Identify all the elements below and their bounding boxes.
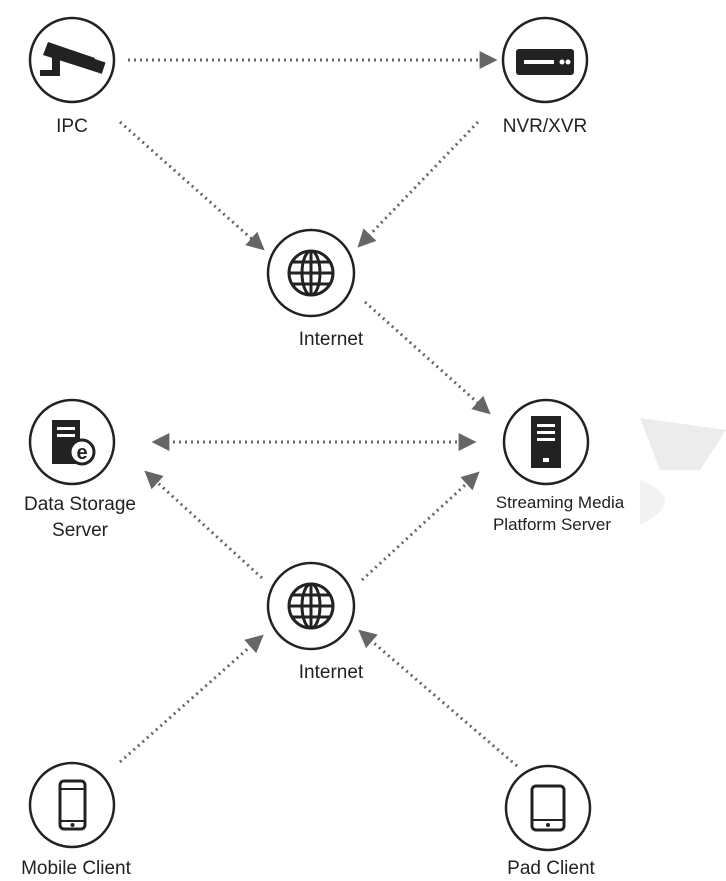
- storage-server-icon: e: [52, 420, 96, 466]
- node-ipc-label: IPC: [56, 116, 88, 137]
- node-ipc: IPC: [28, 16, 116, 137]
- background-watermark: [640, 418, 726, 525]
- edges: [119, 51, 518, 768]
- edge-internet-bottom-storage: [144, 470, 264, 580]
- edge-nvr-internet-top: [357, 120, 480, 248]
- node-streaming-server: Streaming Media Platform Server: [493, 398, 625, 534]
- node-data-storage-label-line2: Server: [52, 520, 109, 541]
- node-internet-top: Internet: [266, 228, 364, 350]
- camera-icon: [40, 42, 106, 76]
- globe-icon: [287, 582, 335, 630]
- node-mobile-label: Mobile Client: [21, 858, 132, 879]
- tablet-icon: [530, 784, 566, 832]
- node-data-storage-label-line1: Data Storage: [24, 494, 136, 515]
- node-internet-bottom: Internet: [266, 561, 364, 683]
- phone-icon: [58, 779, 87, 831]
- node-data-storage: e Data Storage Server: [24, 398, 136, 541]
- node-nvr: NVR/XVR: [501, 16, 589, 137]
- node-nvr-label: NVR/XVR: [503, 116, 587, 137]
- edge-pad-internet-bottom: [358, 629, 518, 768]
- svg-text:e: e: [76, 442, 87, 464]
- recorder-icon: [516, 49, 574, 75]
- node-streaming-label-line2: Platform Server: [493, 515, 611, 534]
- edge-internet-bottom-streaming: [360, 471, 480, 582]
- node-internet-bottom-label: Internet: [299, 662, 364, 683]
- node-streaming-label-line1: Streaming Media: [496, 493, 625, 512]
- node-internet-top-label: Internet: [299, 329, 364, 350]
- node-pad-client: Pad Client: [504, 764, 596, 879]
- globe-icon: [287, 249, 335, 297]
- server-icon: [531, 416, 561, 468]
- edge-mobile-internet-bottom: [119, 634, 264, 764]
- edge-ipc-internet-top: [119, 120, 265, 251]
- node-mobile-client: Mobile Client: [21, 761, 132, 879]
- edge-internet-top-streaming: [364, 300, 491, 415]
- node-pad-label: Pad Client: [507, 858, 595, 879]
